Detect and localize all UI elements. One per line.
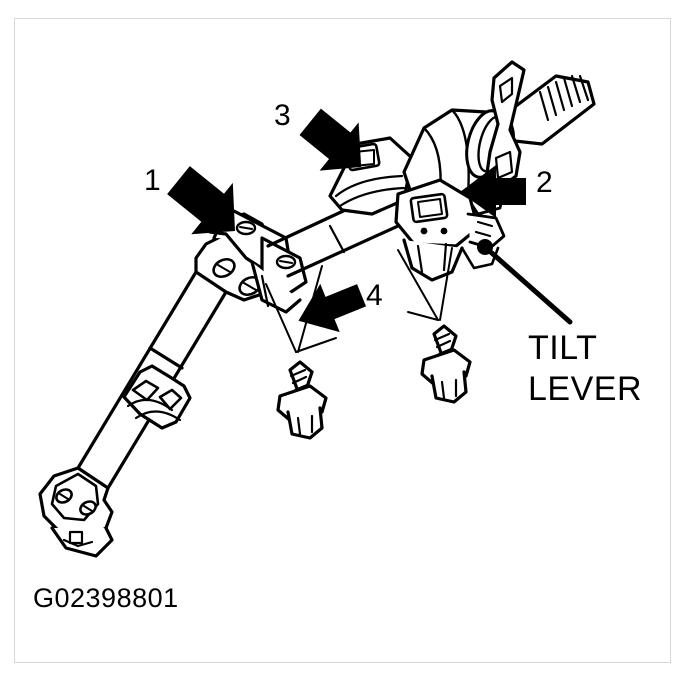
tilt-lever-label: TILT LEVER xyxy=(528,328,642,411)
tilt-lever-leader xyxy=(477,239,573,325)
figure-id-caption: G02398801 xyxy=(33,583,179,613)
callout-arrow-3 xyxy=(299,108,362,171)
slip-joint-collar xyxy=(122,364,192,430)
callout-number-3: 3 xyxy=(274,99,291,132)
column-mounting-bracket xyxy=(394,178,506,282)
callout-number-1: 1 xyxy=(144,164,161,197)
flange-bolt-right xyxy=(420,324,472,404)
flange-bolt-left xyxy=(276,360,328,440)
callout-arrow-1 xyxy=(167,166,236,235)
callout-number-4: 4 xyxy=(366,279,383,312)
callout-arrow-2 xyxy=(460,165,526,218)
callout-number-2: 2 xyxy=(536,166,553,199)
tilt-lever-label-line2: LEVER xyxy=(528,370,642,409)
callout-arrow-4 xyxy=(298,283,367,333)
lower-universal-joint xyxy=(38,466,114,558)
tilt-lever-label-line1: TILT xyxy=(528,329,598,367)
